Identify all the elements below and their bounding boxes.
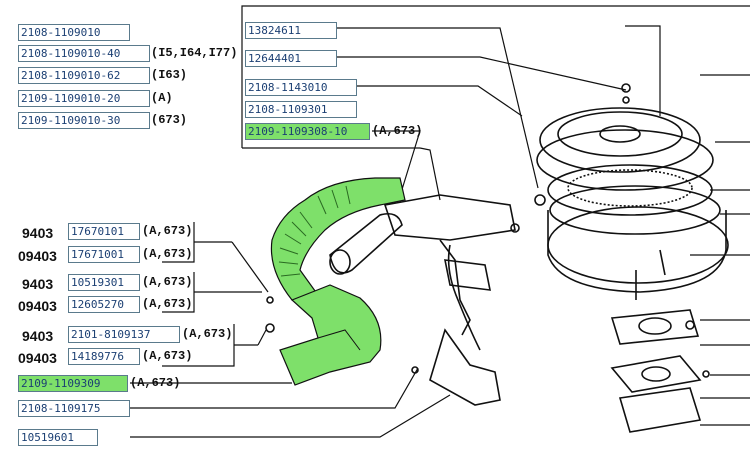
part-number-box[interactable]: 2109-1109010-30 xyxy=(18,112,150,129)
part-number-box[interactable]: 2108-1109010-62 xyxy=(18,67,150,84)
applicability-note: (A,673) xyxy=(142,247,193,261)
air-filter-housing xyxy=(536,83,729,433)
highlighted-parts xyxy=(270,177,406,386)
group-code: 9403 xyxy=(22,328,54,344)
group-code: 09403 xyxy=(18,248,57,264)
applicability-note: (I5,I64,I77) xyxy=(151,46,238,60)
applicability-note: (A,673) xyxy=(182,327,233,341)
group-code: 9403 xyxy=(22,276,54,292)
part-number-box[interactable]: 17671001 xyxy=(68,246,140,263)
group-code: 9403 xyxy=(22,225,54,241)
intake-pipes xyxy=(265,194,546,406)
part-number-box[interactable]: 2108-1109010 xyxy=(18,24,130,41)
part-number-box[interactable]: 13824611 xyxy=(245,22,337,39)
part-number-box[interactable]: 12644401 xyxy=(245,50,337,67)
applicability-note: (I63) xyxy=(151,68,188,82)
part-number-box[interactable]: 10519301 xyxy=(68,274,140,291)
part-number-box[interactable]: 2101-8109137 xyxy=(68,326,180,343)
air-duct-icon xyxy=(279,284,382,386)
part-number-box[interactable]: 14189776 xyxy=(68,348,140,365)
applicability-note: (A,673) xyxy=(142,275,193,289)
part-number-box[interactable]: 2109-1109010-20 xyxy=(18,90,150,107)
part-number-box[interactable]: 2108-1143010 xyxy=(245,79,357,96)
leader-lines xyxy=(130,5,750,438)
applicability-note: (673) xyxy=(151,113,188,127)
part-number-box-highlighted[interactable]: 2109-1109309 xyxy=(18,375,128,392)
part-number-box-highlighted[interactable]: 2109-1109308-10 xyxy=(245,123,370,140)
applicability-note: (A) xyxy=(151,91,173,105)
corrugated-hose-icon xyxy=(270,177,406,303)
part-number-box[interactable]: 2108-1109301 xyxy=(245,101,357,118)
applicability-note: (A,673) xyxy=(142,349,193,363)
applicability-note: (A,673) xyxy=(130,376,181,390)
part-number-box[interactable]: 17670101 xyxy=(68,223,140,240)
group-code: 09403 xyxy=(18,350,57,366)
applicability-note: (A,673) xyxy=(142,224,193,238)
group-code: 09403 xyxy=(18,298,57,314)
part-number-box[interactable]: 2108-1109175 xyxy=(18,400,130,417)
part-number-box[interactable]: 10519601 xyxy=(18,429,98,446)
applicability-note: (A,673) xyxy=(142,297,193,311)
applicability-note: (A,673) xyxy=(372,124,423,138)
part-number-box[interactable]: 2108-1109010-40 xyxy=(18,45,150,62)
part-number-box[interactable]: 12605270 xyxy=(68,296,140,313)
